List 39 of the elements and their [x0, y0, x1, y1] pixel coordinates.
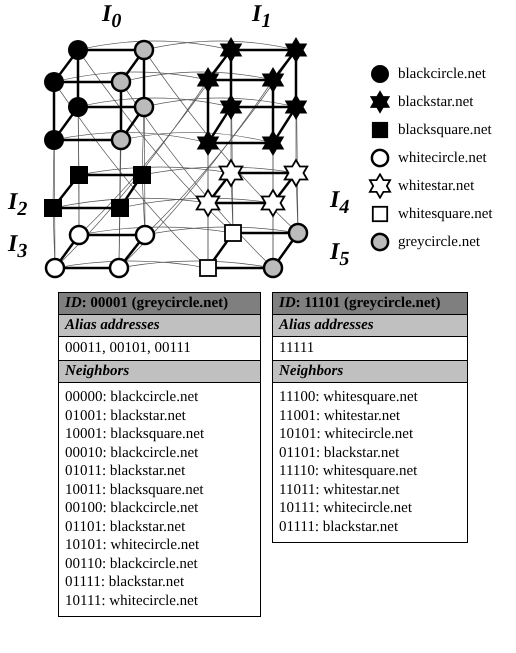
neighbor-entry: 10011: blacksquare.net [64, 480, 205, 499]
neighbor-entry: 01001: blackstar.net [64, 406, 187, 425]
neighbor-entry: 10101: whitecircle.net [64, 536, 200, 554]
legend-label: blackcircle.net [398, 65, 486, 83]
subcube-label: I$_{2}$ [8, 190, 28, 221]
neighbor-entry: 01111: blackstar.net [64, 573, 186, 592]
neighbor-entry: 01101: blackstar.net [278, 444, 400, 462]
legend-label: blacksquare.net [398, 121, 492, 139]
legend-label: blackstar.net [398, 93, 474, 111]
section-header: Neighbors [273, 361, 467, 383]
neighbor-entry: 10111: whitecircle.net [278, 499, 414, 518]
neighbor-entry: 01011: blackstar.net [64, 462, 186, 480]
neighbor-entry: 10101: whitecircle.net [278, 425, 414, 444]
legend-label: greycircle.net [398, 233, 480, 251]
section-header: Neighbors [59, 361, 260, 383]
neighbor-entry: 01111: blackstar.net [278, 518, 400, 536]
neighbor-entry: 00000: blackcircle.net [64, 388, 200, 406]
subcube-label: I$_{5}$ [330, 240, 350, 271]
neighbor-entry: 01101: blackstar.net [64, 518, 186, 536]
neighbor-entry: 11100: whitesquare.net [278, 388, 419, 406]
subcube-label: I$_{3}$ [8, 232, 28, 263]
subcube-label: I$_{0}$ [102, 2, 122, 33]
table-header: ID: 00001 (greycircle.net) [59, 293, 260, 315]
subcube-label: I$_{4}$ [330, 188, 350, 219]
neighbor-entry: 10001: blacksquare.net [64, 425, 206, 444]
neighbor-entry: 11011: whitestar.net [278, 480, 401, 499]
neighbor-entry: 11110: whitesquare.net [278, 462, 418, 480]
neighbor-entry: 00110: blackcircle.net [64, 554, 199, 573]
legend-label: whitesquare.net [398, 205, 493, 223]
subcube-label: I$_{1}$ [252, 2, 272, 33]
section-header: Alias addresses [273, 315, 467, 337]
table-header: ID: 11101 (greycircle.net) [273, 293, 467, 315]
neighbor-entry: 00100: blackcircle.net [64, 499, 200, 518]
neighbor-entry: 00010: blackcircle.net [64, 444, 200, 462]
legend-label: whitestar.net [398, 177, 474, 195]
neighbor-entry: 10111: whitecircle.net [64, 592, 200, 610]
section-header: Alias addresses [59, 315, 260, 337]
neighbor-entry: 11001: whitestar.net [278, 406, 402, 425]
legend-label: whitecircle.net [398, 149, 487, 167]
